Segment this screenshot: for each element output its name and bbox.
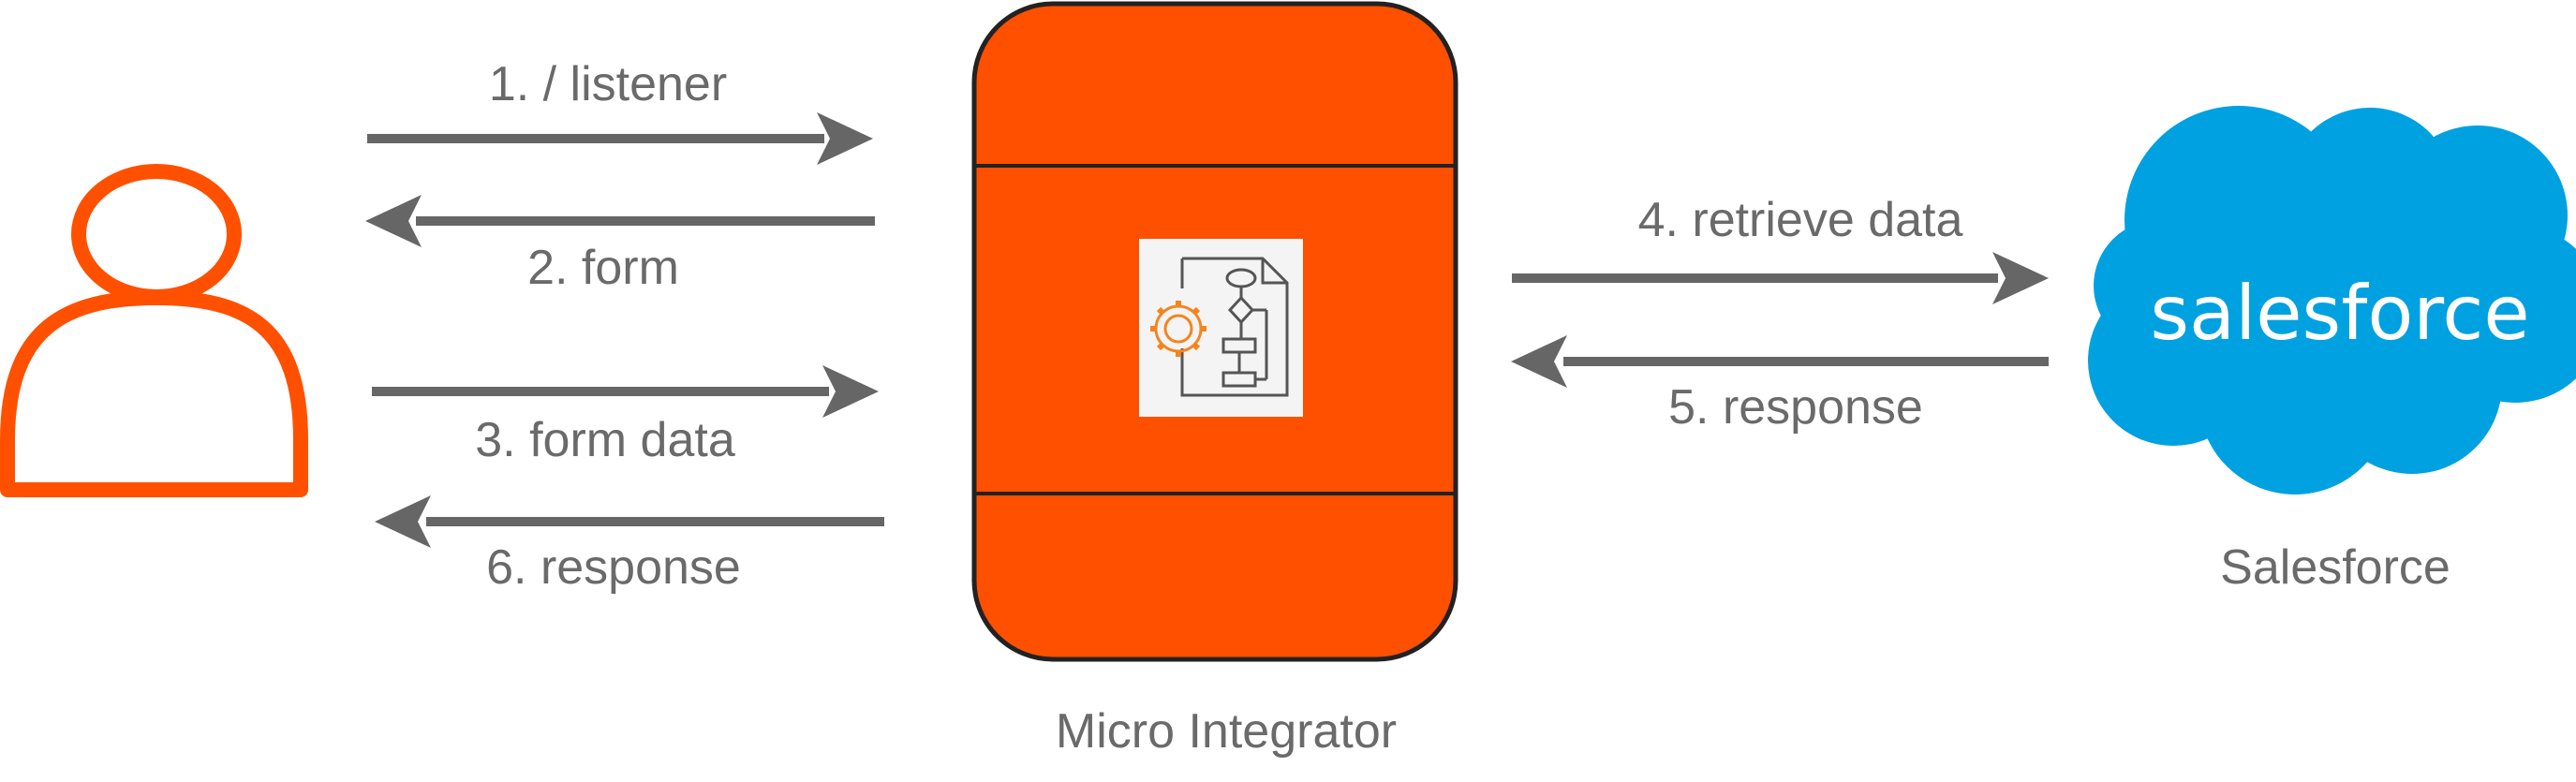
micro-integrator-node [971, 1, 1458, 662]
user-icon [0, 164, 308, 497]
arrow-label-response-salesforce: 5. response [1668, 380, 1923, 435]
arrow-listener [367, 112, 873, 165]
arrow-label-response-user: 6. response [486, 540, 741, 595]
arrow-label-form-data: 3. form data [475, 413, 735, 467]
integration-flow-icon [1139, 239, 1303, 417]
salesforce-label: Salesforce [2220, 540, 2450, 595]
arrow-form-data [372, 365, 879, 418]
salesforce-logo-text: salesforce [2150, 270, 2529, 357]
arrow-form [365, 195, 875, 247]
salesforce-cloud-logo [2088, 106, 2576, 494]
micro-integrator-label: Micro Integrator [1056, 704, 1397, 759]
arrow-label-retrieve-data: 4. retrieve data [1638, 193, 1963, 247]
arrow-retrieve-data [1512, 252, 2049, 304]
arrow-response-to-user [375, 495, 884, 548]
gear-icon [1150, 301, 1207, 357]
arrow-label-listener: 1. / listener [489, 57, 727, 111]
arrow-response-from-salesforce [1511, 335, 2049, 388]
arrow-label-form: 2. form [527, 241, 679, 295]
